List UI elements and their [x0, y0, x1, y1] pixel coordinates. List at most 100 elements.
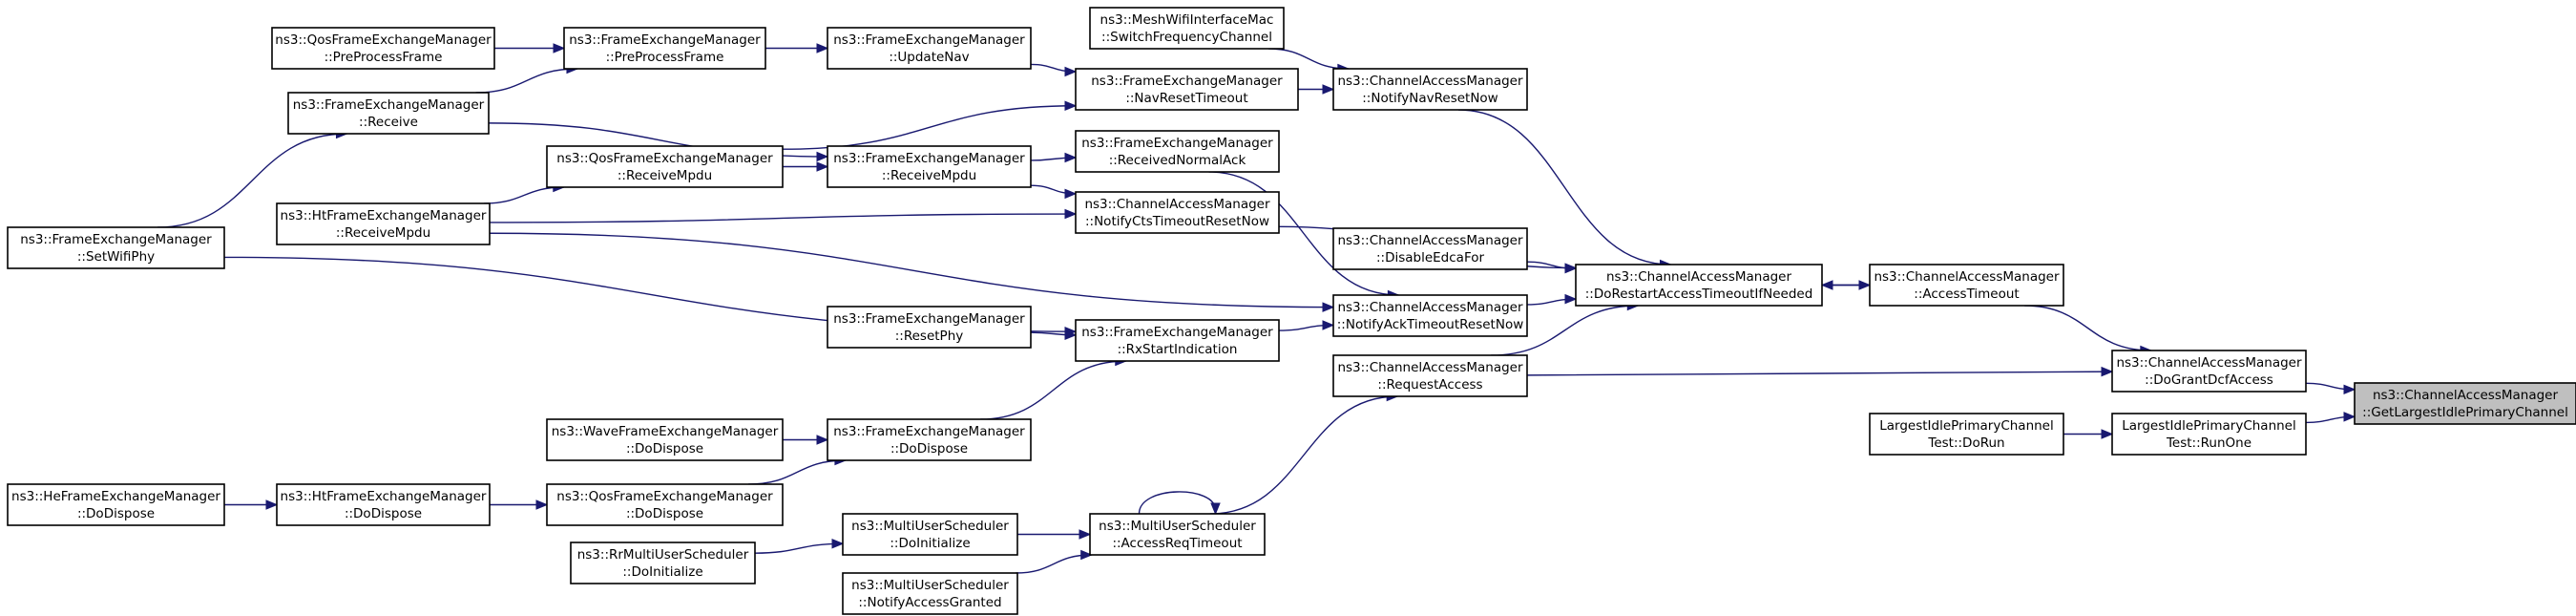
edge-arrowhead — [265, 499, 279, 510]
node-label-method: ::AccessReqTimeout — [1112, 536, 1242, 551]
node-ht_dodispose[interactable]: ns3::HtFrameExchangeManager::DoDispose — [276, 483, 491, 526]
node-qos_preprocess[interactable]: ns3::QosFrameExchangeManager::PreProcess… — [271, 27, 495, 70]
node-dorestart[interactable]: ns3::ChannelAccessManager::DoRestartAcce… — [1575, 264, 1823, 307]
node-box — [1075, 319, 1280, 362]
node-fem_receivempdu[interactable]: ns3::FrameExchangeManager::ReceiveMpdu — [827, 145, 1032, 188]
edge-dograntdcf-to-root — [2305, 382, 2356, 395]
node-box — [842, 513, 1018, 556]
node-label-method: ::DoDispose — [626, 506, 703, 521]
edge-fem_receivempdu-to-notifycts — [1030, 184, 1078, 200]
node-dograntdcf[interactable]: ns3::ChannelAccessManager::DoGrantDcfAcc… — [2111, 350, 2307, 393]
node-label-class: ns3::QosFrameExchangeManager — [275, 32, 492, 48]
node-notifynavreset[interactable]: ns3::ChannelAccessManager::NotifyNavRese… — [1332, 68, 1528, 111]
node-label-class: LargestIdlePrimaryChannel — [2122, 418, 2296, 434]
node-ht_receivempdu[interactable]: ns3::HtFrameExchangeManager::ReceiveMpdu — [276, 202, 491, 245]
node-accessreqtimeout[interactable]: ns3::MultiUserScheduler::AccessReqTimeou… — [1089, 513, 1266, 556]
edge-runone-to-root — [2305, 412, 2356, 424]
node-label-method: ::RxStartIndication — [1118, 342, 1238, 357]
edge-arrowhead — [553, 43, 566, 53]
node-box — [2111, 350, 2307, 393]
node-box — [546, 483, 784, 526]
edge-arrowhead — [816, 43, 829, 53]
function-nodes: ns3::ChannelAccessManager::GetLargestIdl… — [7, 7, 2576, 615]
node-resetphy[interactable]: ns3::FrameExchangeManager::ResetPhy — [827, 306, 1032, 349]
node-label-method: ::NotifyNavResetNow — [1362, 91, 1497, 106]
edge-rr_doinit-to-mus_doinit — [754, 539, 845, 554]
edge-notifyack-to-dorestart — [1526, 293, 1578, 306]
node-box — [1075, 191, 1280, 234]
node-notifycts[interactable]: ns3::ChannelAccessManager::NotifyCtsTime… — [1075, 191, 1280, 234]
edge-line — [1268, 48, 1349, 70]
node-box — [1075, 68, 1299, 111]
node-label-class: ns3::FrameExchangeManager — [1081, 136, 1273, 151]
edge-line — [1016, 554, 1092, 574]
node-updatenav[interactable]: ns3::FrameExchangeManager::UpdateNav — [827, 27, 1032, 70]
node-qos_receivempdu[interactable]: ns3::QosFrameExchangeManager::ReceiveMpd… — [546, 145, 784, 188]
node-rxstart[interactable]: ns3::FrameExchangeManager::RxStartIndica… — [1075, 319, 1280, 362]
node-rr_doinit[interactable]: ns3::RrMultiUserScheduler::DoInitialize — [570, 542, 756, 584]
node-box — [271, 27, 495, 70]
node-label-class: ns3::RrMultiUserScheduler — [577, 547, 749, 563]
node-label-method: ::DisableEdcaFor — [1376, 250, 1485, 266]
node-box — [827, 145, 1032, 188]
edge-dorun-to-runone — [2063, 429, 2114, 439]
node-switchfreq[interactable]: ns3::MeshWifiInterfaceMac::SwitchFrequen… — [1089, 7, 1285, 50]
node-label-method: ::NavResetTimeout — [1125, 91, 1247, 106]
node-disableedca[interactable]: ns3::ChannelAccessManager::DisableEdcaFo… — [1332, 227, 1528, 270]
node-label-class: ns3::ChannelAccessManager — [1606, 269, 1792, 285]
node-notifyack[interactable]: ns3::ChannelAccessManager::NotifyAckTime… — [1332, 294, 1528, 337]
node-box — [2354, 382, 2576, 425]
node-label-class: ns3::FrameExchangeManager — [833, 151, 1025, 166]
node-mus_doinit[interactable]: ns3::MultiUserScheduler::DoInitialize — [842, 513, 1018, 556]
edge-arrowhead — [2101, 429, 2114, 439]
node-fem_receive[interactable]: ns3::FrameExchangeManager::Receive — [287, 92, 490, 135]
node-label-method: ::DoInitialize — [622, 564, 702, 580]
node-label-class: ns3::HtFrameExchangeManager — [281, 489, 487, 504]
node-label-method: ::ReceiveMpdu — [882, 168, 976, 183]
edge-line — [754, 542, 844, 554]
node-box — [276, 202, 491, 245]
edge-arrowhead — [1064, 152, 1078, 163]
node-label-method: ::DoDispose — [77, 506, 155, 521]
node-label-class: ns3::MeshWifiInterfaceMac — [1100, 12, 1274, 28]
node-fem_preprocess[interactable]: ns3::FrameExchangeManager::PreProcessFra… — [563, 27, 766, 70]
node-receivednormalack[interactable]: ns3::FrameExchangeManager::ReceivedNorma… — [1075, 130, 1280, 173]
node-wave_dodispose[interactable]: ns3::WaveFrameExchangeManager::DoDispose — [546, 418, 784, 461]
node-he_dodispose[interactable]: ns3::HeFrameExchangeManager::DoDispose — [7, 483, 225, 526]
edge-arrowhead — [816, 161, 829, 172]
edge-arrowhead — [2101, 366, 2114, 377]
node-label-class: ns3::MultiUserScheduler — [851, 519, 1009, 534]
node-box — [1575, 264, 1823, 307]
node-notifygranted[interactable]: ns3::MultiUserScheduler::NotifyAccessGra… — [842, 572, 1018, 615]
edge-accesstimeout-to-dograntdcf — [2024, 305, 2153, 356]
node-label-class: ns3::FrameExchangeManager — [1081, 325, 1273, 340]
node-fem_dodispose[interactable]: ns3::FrameExchangeManager::DoDispose — [827, 418, 1032, 461]
node-label-method: ::DoGrantDcfAccess — [2145, 372, 2273, 388]
node-setwifiphy[interactable]: ns3::FrameExchangeManager::SetWifiPhy — [7, 226, 225, 269]
node-label-method: ::NotifyCtsTimeoutResetNow — [1085, 214, 1269, 229]
edge-arrowhead — [1564, 263, 1578, 274]
node-requestaccess[interactable]: ns3::ChannelAccessManager::RequestAccess — [1332, 354, 1528, 397]
node-accesstimeout[interactable]: ns3::ChannelAccessManager::AccessTimeout — [1869, 264, 2064, 307]
node-navresettimeout[interactable]: ns3::FrameExchangeManager::NavResetTimeo… — [1075, 68, 1299, 111]
node-box — [546, 418, 784, 461]
node-label-class: ns3::FrameExchangeManager — [833, 32, 1025, 48]
node-label-class: ns3::FrameExchangeManager — [20, 232, 212, 247]
node-box — [827, 306, 1032, 349]
node-box — [7, 483, 225, 526]
node-root[interactable]: ns3::ChannelAccessManager::GetLargestIdl… — [2354, 382, 2576, 425]
node-qos_dodispose[interactable]: ns3::QosFrameExchangeManager::DoDispose — [546, 483, 784, 526]
node-box — [1075, 130, 1280, 173]
node-label-class: ns3::ChannelAccessManager — [2373, 388, 2559, 403]
node-box — [2111, 413, 2307, 456]
node-box — [1869, 264, 2064, 307]
edge-arrowhead — [1322, 320, 1335, 330]
edge-line — [1209, 395, 1398, 515]
node-label-class: ns3::FrameExchangeManager — [569, 32, 761, 48]
node-label-class: ns3::ChannelAccessManager — [1337, 233, 1523, 248]
edge-line — [1208, 171, 1399, 296]
edge-qos_preprocess-to-fem_preprocess — [494, 43, 566, 53]
edge-arrowhead — [1064, 208, 1078, 220]
